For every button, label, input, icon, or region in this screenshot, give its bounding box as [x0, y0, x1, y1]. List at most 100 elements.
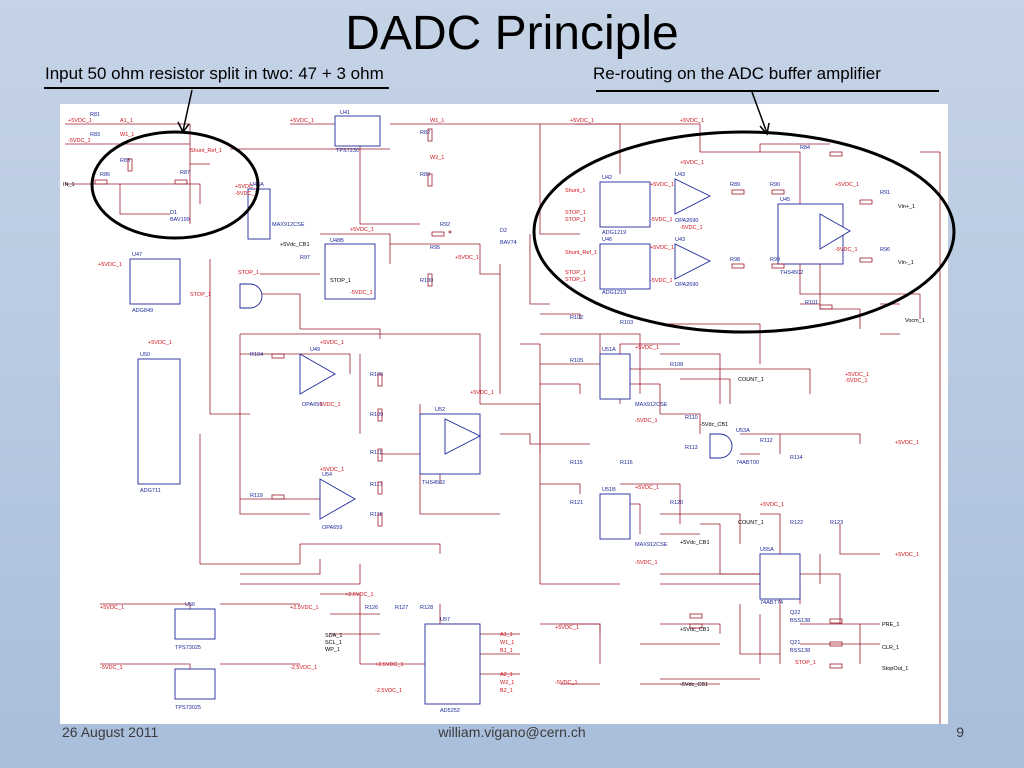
svg-text:-5Vdc_CB1: -5Vdc_CB1: [680, 682, 708, 688]
svg-text:+5VDC_1: +5VDC_1: [290, 118, 314, 124]
svg-text:STOP_1: STOP_1: [330, 278, 351, 284]
svg-text:R109: R109: [370, 412, 383, 418]
svg-text:ADG849: ADG849: [132, 308, 153, 314]
svg-text:U52: U52: [435, 407, 445, 413]
svg-text:U46: U46: [602, 237, 612, 243]
svg-text:+5VDC_1: +5VDC_1: [680, 118, 704, 124]
svg-text:R110: R110: [685, 415, 698, 421]
schematic-red-labels: +5VDC_1 -5VDC_1 A1_1 W1_1 Shunt_Ref_1 +5…: [68, 118, 919, 694]
annotation-adc-buffer: Re-routing on the ADC buffer amplifier: [593, 64, 881, 83]
svg-text:-5Vdc_CB1: -5Vdc_CB1: [700, 422, 728, 428]
svg-text:D1: D1: [170, 210, 177, 216]
svg-text:BSS138: BSS138: [790, 618, 810, 624]
svg-text:W2_1: W2_1: [430, 155, 444, 161]
svg-text:+5VDC_1: +5VDC_1: [650, 182, 674, 188]
svg-text:U56: U56: [185, 602, 195, 608]
svg-text:R89: R89: [730, 182, 740, 188]
svg-text:W2_1: W2_1: [500, 680, 514, 686]
svg-text:-5VDC_1: -5VDC_1: [650, 217, 673, 223]
svg-text:+5VDC_1: +5VDC_1: [895, 440, 919, 446]
svg-text:STOP_1: STOP_1: [565, 210, 586, 216]
svg-text:WP_1: WP_1: [325, 647, 340, 653]
svg-text:OPA2690: OPA2690: [675, 218, 698, 224]
svg-text:+5VDC_1: +5VDC_1: [650, 245, 674, 251]
svg-text:+2.5VDC_1: +2.5VDC_1: [375, 662, 404, 668]
svg-text:R122: R122: [790, 520, 803, 526]
svg-text:THS4502: THS4502: [780, 270, 803, 276]
svg-text:+5VDC_1: +5VDC_1: [835, 182, 859, 188]
svg-text:U42: U42: [602, 175, 612, 181]
svg-text:BAV74: BAV74: [500, 240, 517, 246]
svg-text:Q21: Q21: [790, 640, 800, 646]
svg-text:+5VDC_1: +5VDC_1: [320, 340, 344, 346]
footer-date: 26 August 2011: [62, 724, 159, 740]
svg-text:+2.5VDC_1: +2.5VDC_1: [290, 605, 319, 611]
svg-text:W1_1: W1_1: [120, 132, 134, 138]
svg-text:-2.5VDC_1: -2.5VDC_1: [375, 688, 402, 694]
svg-text:R127: R127: [395, 605, 408, 611]
svg-text:R97: R97: [300, 255, 310, 261]
svg-text:IN_1: IN_1: [63, 182, 75, 188]
svg-text:-2.5VDC_1: -2.5VDC_1: [290, 665, 317, 671]
svg-text:TPS73025: TPS73025: [175, 705, 201, 711]
svg-text:+5VDC_1: +5VDC_1: [455, 255, 479, 261]
svg-text:-5VDC_1: -5VDC_1: [680, 225, 703, 231]
schematic-image: U41 TPS7230 U44A MAX912CSE U48B U47 ADG8…: [60, 104, 948, 724]
svg-text:MAX912CSE: MAX912CSE: [635, 542, 668, 548]
svg-text:Vin+_1: Vin+_1: [898, 204, 915, 210]
svg-text:TPS73025: TPS73025: [175, 645, 201, 651]
schematic-passives: [94, 128, 873, 669]
svg-text:+5VDC_1: +5VDC_1: [680, 160, 704, 166]
svg-text:+5VDC_1: +5VDC_1: [635, 345, 659, 351]
svg-text:TPS7230: TPS7230: [336, 148, 359, 154]
svg-text:R87: R87: [180, 170, 190, 176]
schematic-drawing: U41 TPS7230 U44A MAX912CSE U48B U47 ADG8…: [63, 110, 941, 724]
svg-text:U48B: U48B: [330, 238, 344, 244]
svg-text:U53A: U53A: [736, 428, 750, 434]
svg-text:MAX912CSE: MAX912CSE: [272, 222, 305, 228]
svg-text:A1_1: A1_1: [500, 632, 513, 638]
svg-text:+5VDC_1: +5VDC_1: [570, 118, 594, 124]
svg-text:THS4502: THS4502: [422, 480, 445, 486]
svg-text:COUNT_1: COUNT_1: [738, 520, 764, 526]
svg-text:R81: R81: [90, 112, 100, 118]
svg-text:Q22: Q22: [790, 610, 800, 616]
svg-text:AD5252: AD5252: [440, 708, 460, 714]
svg-text:OPA659: OPA659: [302, 402, 322, 408]
svg-text:StopOut_1: StopOut_1: [882, 666, 908, 672]
svg-text:+5VDC_1: +5VDC_1: [320, 467, 344, 473]
svg-text:U51A: U51A: [602, 347, 616, 353]
svg-text:+5VDC_1: +5VDC_1: [68, 118, 92, 124]
svg-text:R103: R103: [620, 320, 633, 326]
svg-text:R121: R121: [570, 500, 583, 506]
svg-text:ADG1219: ADG1219: [602, 230, 626, 236]
svg-text:SCL_1: SCL_1: [325, 640, 342, 646]
svg-text:Vin-_1: Vin-_1: [898, 260, 914, 266]
svg-text:+5VDC_1: +5VDC_1: [470, 390, 494, 396]
svg-text:R91: R91: [880, 190, 890, 196]
svg-text:R117: R117: [370, 482, 383, 488]
svg-text:R126: R126: [365, 605, 378, 611]
svg-text:U43: U43: [675, 172, 685, 178]
svg-text:-5VDC_1: -5VDC_1: [555, 680, 578, 686]
svg-text:+5VDC_1: +5VDC_1: [635, 485, 659, 491]
svg-text:-5VDC_1: -5VDC_1: [650, 278, 673, 284]
svg-text:-5VDC_1: -5VDC_1: [635, 560, 658, 566]
svg-text:R114: R114: [790, 455, 803, 461]
svg-text:Shunt_1: Shunt_1: [565, 188, 586, 194]
svg-text:R102: R102: [570, 315, 583, 321]
svg-text:BAV199: BAV199: [170, 217, 190, 223]
svg-text:B1_1: B1_1: [500, 648, 513, 654]
svg-text:A1_1: A1_1: [120, 118, 133, 124]
svg-text:+5VDC_1: +5VDC_1: [760, 502, 784, 508]
svg-text:R92: R92: [440, 222, 450, 228]
svg-text:R98: R98: [730, 257, 740, 263]
svg-text:+5VDC_1: +5VDC_1: [100, 605, 124, 611]
svg-text:+5VDC_1: +5VDC_1: [350, 227, 374, 233]
svg-text:OPA659: OPA659: [322, 525, 342, 531]
svg-text:U43: U43: [675, 237, 685, 243]
svg-text:-5VDC_1: -5VDC_1: [845, 378, 868, 384]
footer-author-email: william.vigano@cern.ch: [438, 724, 586, 740]
svg-text:R105: R105: [570, 358, 583, 364]
svg-text:U50: U50: [140, 352, 150, 358]
